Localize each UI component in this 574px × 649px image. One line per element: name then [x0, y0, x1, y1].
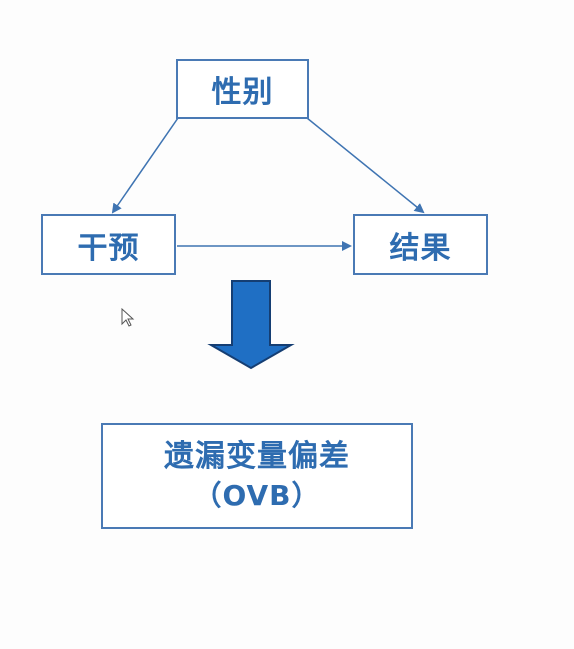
- node-treatment: 干预: [41, 214, 176, 275]
- node-outcome: 结果: [353, 214, 488, 275]
- arrow-gender-to-treatment: [111, 117, 179, 214]
- mouse-cursor-icon: [121, 308, 135, 327]
- conclusion-title: 遗漏变量偏差: [164, 438, 350, 474]
- node-gender-label: 性别: [211, 75, 274, 110]
- node-gender: 性别: [176, 59, 309, 119]
- node-outcome-label: 结果: [389, 230, 452, 266]
- arrow-gender-to-outcome: [306, 117, 425, 214]
- conclusion-abbreviation: （OVB）: [193, 479, 321, 513]
- big-down-arrow: [207, 280, 295, 370]
- node-treatment-label: 干预: [77, 230, 140, 266]
- conclusion-box: 遗漏变量偏差 （OVB）: [101, 423, 413, 529]
